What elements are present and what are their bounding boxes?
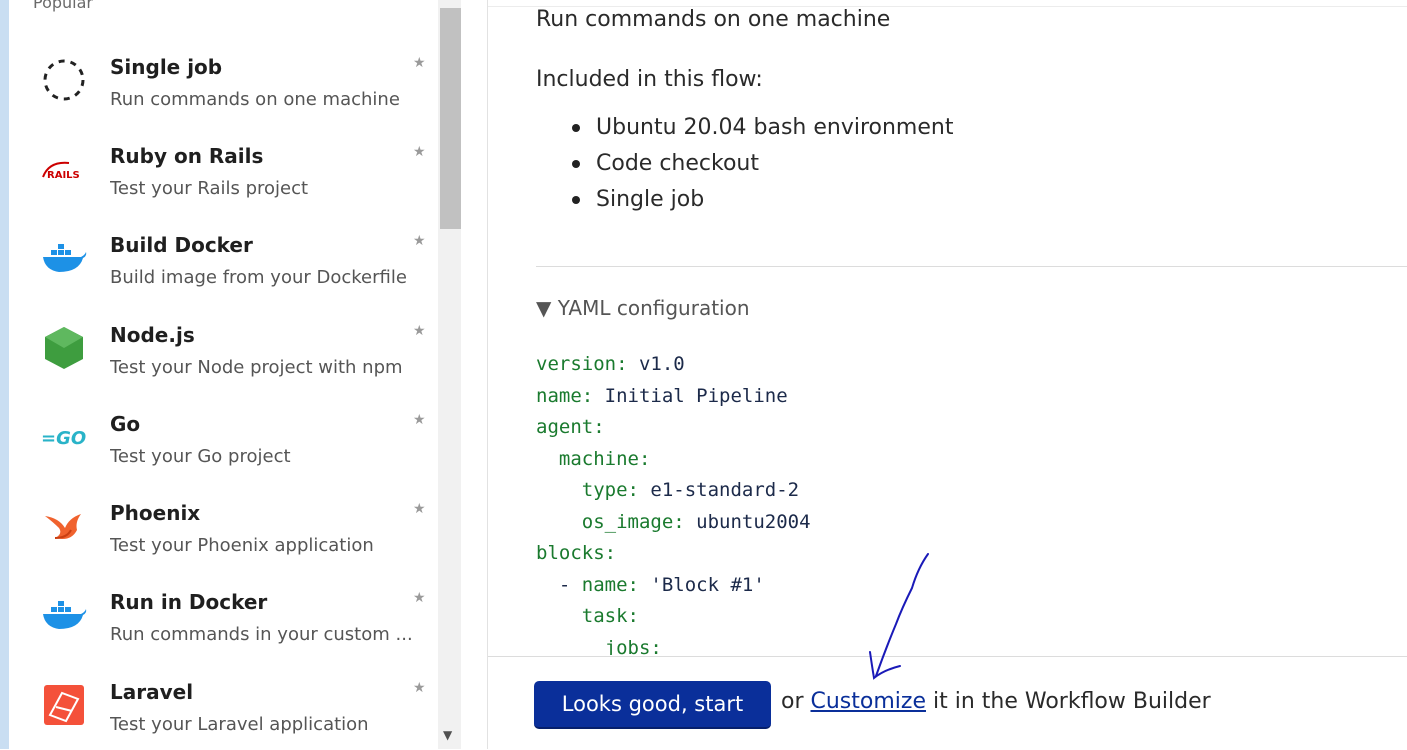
yaml-line: machine:	[558, 447, 651, 470]
yaml-line: agent:	[536, 416, 605, 438]
yaml-code-block: version: v1.0 name: Initial Pipeline age…	[536, 349, 1396, 655]
template-description: Test your Laravel application	[110, 714, 369, 735]
template-description: Test your Rails project	[110, 178, 309, 199]
scroll-down-arrow-icon[interactable]: ▼	[443, 728, 453, 742]
go-logo-text: =GO	[41, 428, 86, 449]
docker-whale-icon	[39, 590, 89, 640]
star-icon[interactable]: ★	[413, 144, 426, 160]
footer-or-text: or	[781, 689, 811, 714]
yaml-line: type: e1-standard-2	[581, 479, 800, 501]
dashed-circle-icon	[39, 55, 89, 105]
top-border	[488, 6, 1407, 7]
template-name: Build Docker	[110, 233, 253, 257]
docker-whale-icon	[39, 233, 89, 283]
template-description: Run commands on one machine	[110, 89, 400, 110]
annotation-arrow-icon	[869, 553, 929, 680]
template-item-build-docker[interactable]: Build Docker Build image from your Docke…	[9, 223, 437, 312]
included-item: Single job	[596, 187, 705, 212]
customize-link[interactable]: Customize	[810, 689, 926, 714]
nodejs-hexagon-icon	[39, 323, 89, 373]
template-name: Node.js	[110, 323, 195, 347]
yaml-line: name: Initial Pipeline	[536, 384, 788, 407]
rails-logo-text: RAILS	[47, 170, 80, 181]
phoenix-bird-icon	[39, 501, 89, 551]
yaml-line: version: v1.0	[536, 353, 685, 375]
template-item-go[interactable]: =GO Go Test your Go project ★	[9, 402, 437, 491]
section-divider	[536, 266, 1407, 267]
template-name: Laravel	[110, 680, 194, 704]
yaml-line: blocks:	[536, 542, 617, 564]
rails-logo-icon: RAILS	[39, 144, 89, 194]
template-item-laravel[interactable]: Laravel Test your Laravel application ★	[9, 670, 437, 749]
template-description: Test your Node project with npm	[110, 357, 403, 378]
footer-text: or Customize it in the Workflow Builder	[781, 689, 1211, 714]
footer-suffix-text: it in the Workflow Builder	[925, 689, 1211, 714]
panel-divider	[487, 0, 488, 749]
looks-good-start-button[interactable]: Looks good, start	[534, 681, 771, 729]
template-item-single-job[interactable]: Single job Run commands on one machine ★	[9, 45, 437, 134]
template-item-run-in-docker[interactable]: Run in Docker Run commands in your custo…	[9, 580, 437, 669]
template-item-nodejs[interactable]: Node.js Test your Node project with npm …	[9, 313, 437, 402]
yaml-configuration-toggle[interactable]: ▼ YAML configuration	[536, 296, 750, 320]
scrollbar-thumb[interactable]	[440, 8, 461, 229]
star-icon[interactable]: ★	[413, 323, 426, 339]
template-item-phoenix[interactable]: Phoenix Test your Phoenix application ★	[9, 491, 437, 580]
window-edge	[0, 0, 9, 749]
template-description: Test your Go project	[110, 446, 291, 467]
bullet-icon	[572, 196, 580, 204]
star-icon[interactable]: ★	[413, 680, 426, 696]
star-icon[interactable]: ★	[413, 590, 426, 606]
included-heading: Included in this flow:	[536, 67, 763, 92]
template-description-heading: Run commands on one machine	[536, 7, 891, 32]
action-footer: Looks good, start or Customize it in the…	[488, 656, 1407, 750]
included-item: Ubuntu 20.04 bash environment	[596, 115, 954, 140]
template-list-panel: Popular Single job Run commands on one m…	[9, 0, 462, 749]
go-logo-icon: =GO	[39, 412, 89, 462]
included-item: Code checkout	[596, 151, 759, 176]
template-name: Run in Docker	[110, 590, 268, 614]
template-name: Phoenix	[110, 501, 201, 525]
yaml-line: - name: 'Block #1'	[536, 573, 765, 596]
yaml-line: task:	[581, 605, 639, 627]
template-name: Go	[110, 412, 141, 436]
template-item-ruby-on-rails[interactable]: RAILS Ruby on Rails Test your Rails proj…	[9, 134, 437, 223]
template-description: Test your Phoenix application	[110, 535, 374, 556]
template-name: Ruby on Rails	[110, 144, 264, 168]
star-icon[interactable]: ★	[413, 55, 426, 71]
section-label-popular: Popular	[33, 0, 93, 12]
bullet-icon	[572, 160, 580, 168]
star-icon[interactable]: ★	[413, 501, 426, 517]
template-description: Run commands in your custom ...	[110, 624, 413, 645]
star-icon[interactable]: ★	[413, 412, 426, 428]
bullet-icon	[572, 124, 580, 132]
star-icon[interactable]: ★	[413, 233, 426, 249]
template-detail-panel: Run commands on one machine Included in …	[488, 0, 1407, 749]
laravel-logo-icon	[39, 680, 89, 730]
template-name: Single job	[110, 55, 223, 79]
yaml-line: os_image: ubuntu2004	[581, 510, 811, 533]
template-description: Build image from your Dockerfile	[110, 267, 407, 288]
yaml-line: jobs:	[604, 636, 662, 656]
